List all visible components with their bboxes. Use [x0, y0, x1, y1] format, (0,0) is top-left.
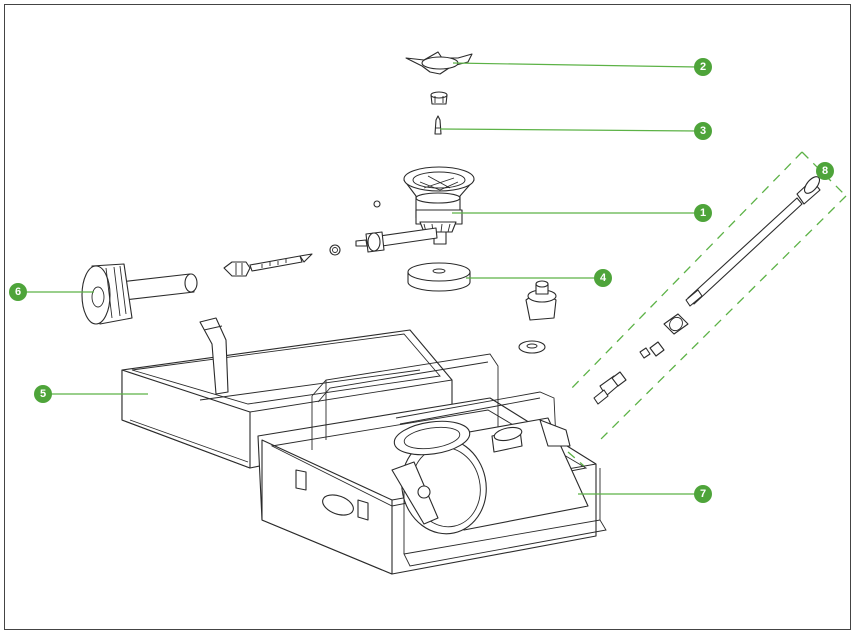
valve-spindle-part — [223, 253, 313, 277]
lever-small-nut-part — [649, 341, 665, 357]
callout-5-badge: 5 — [34, 385, 52, 403]
seal-washer-part — [407, 262, 471, 292]
callout-2-badge: 2 — [694, 58, 712, 76]
callout-3-badge: 3 — [694, 122, 712, 140]
lever-rod-part — [685, 176, 821, 307]
lever-collar-part — [663, 313, 689, 335]
small-washer-part — [518, 340, 546, 354]
diagram-frame — [4, 4, 851, 630]
leader-lines — [18, 62, 700, 495]
callout-7-badge: 7 — [694, 485, 712, 503]
callout-6-label: 6 — [15, 286, 21, 298]
callout-4-label: 4 — [600, 272, 607, 284]
callout-2-label: 2 — [700, 61, 706, 73]
callout-8-badge: 8 — [816, 162, 834, 180]
cartridge-connector-part — [525, 280, 557, 321]
pot-support-part — [405, 51, 473, 75]
gas-cartridge-part — [391, 417, 607, 567]
small-nut-part — [329, 244, 341, 256]
callout-8-label: 8 — [822, 165, 828, 177]
callout-7-label: 7 — [700, 488, 706, 500]
burner-cap-part — [430, 91, 448, 105]
callout-1-badge: 1 — [694, 204, 712, 222]
control-knob-part — [81, 263, 198, 325]
callout-1-label: 1 — [700, 207, 706, 219]
callout-4-badge: 4 — [594, 269, 612, 287]
lever-tiny-nut-part — [639, 347, 651, 359]
burner-head-part — [403, 166, 475, 245]
callout-6-badge: 6 — [9, 283, 27, 301]
lever-pin-part — [593, 371, 627, 405]
jet-nozzle-part — [434, 115, 442, 135]
group-8-bracket — [567, 151, 847, 467]
callout-5-label: 5 — [40, 388, 46, 400]
fuel-pipe-part — [355, 200, 438, 253]
callout-3-label: 3 — [700, 125, 706, 137]
